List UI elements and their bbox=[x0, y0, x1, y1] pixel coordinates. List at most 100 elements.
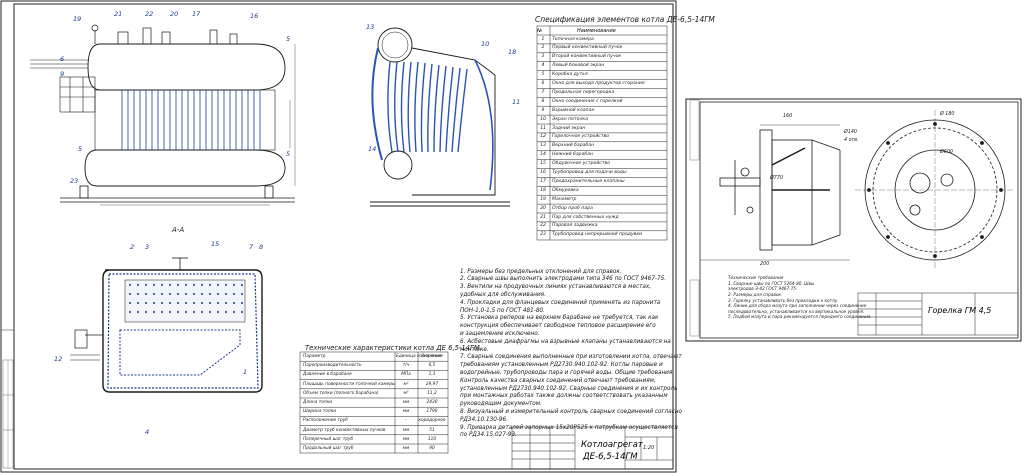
note-line: монтаже. bbox=[460, 346, 489, 353]
tech-row: Расположение труб–коридорное bbox=[300, 416, 448, 425]
tech-cell-u: мм bbox=[402, 436, 410, 442]
callout-label: 4 bbox=[145, 428, 150, 436]
tech-cell-u: м² bbox=[403, 381, 409, 387]
spec-row-name: Второй конвективный пучок bbox=[552, 54, 622, 60]
burner-title-block bbox=[857, 292, 1019, 336]
callout-label: 5 bbox=[286, 35, 291, 43]
callout-label: 11 bbox=[512, 98, 521, 106]
note-line: ПОН-1,0-1,5 по ГОСТ 481-80. bbox=[460, 307, 545, 314]
spec-row-number: 18 bbox=[540, 187, 546, 193]
burner-stamp-title: Горелка ГМ 4,5 bbox=[928, 306, 992, 315]
spec-row-number: 14 bbox=[540, 152, 546, 158]
tech-cell-u: т/ч bbox=[402, 363, 410, 369]
tech-cell-p: Продольный шаг труб bbox=[303, 446, 354, 451]
spec-row-number: 11 bbox=[540, 125, 546, 131]
burner-note-line: Технические требования bbox=[728, 275, 784, 281]
burner-dimension-label: Ø140 bbox=[844, 130, 857, 135]
note-line: по РД34.15.027-93. bbox=[460, 432, 517, 439]
stamp-scale: 1:20 bbox=[643, 445, 655, 451]
stamp-title-line1: Котлоагрегат bbox=[581, 440, 643, 450]
spec-row-number: 10 bbox=[540, 116, 546, 122]
boiler-title-block bbox=[511, 426, 674, 470]
spec-table-header: № Наименование bbox=[537, 26, 667, 35]
spec-row: 16 Трубопровод для подачи воды bbox=[537, 169, 667, 178]
tech-cell-v: 51 bbox=[429, 427, 435, 433]
spec-table-title: Спецификация элементов котла ДЕ-6,5-14ГМ bbox=[535, 15, 715, 24]
spec-row-name: Взрывной клапан bbox=[552, 107, 595, 113]
tech-row: Продольный шаг труб мм 90 bbox=[300, 444, 448, 453]
callout-label: 15 bbox=[211, 240, 220, 248]
burner-note-line: 2. Размеры для справок. bbox=[728, 291, 783, 297]
callout-label: 17 bbox=[192, 10, 201, 18]
spec-row-name: Продольная перегородка bbox=[552, 89, 615, 95]
tech-cell-u: мм bbox=[402, 446, 410, 451]
tech-cell-v: 90 bbox=[429, 446, 435, 451]
note-line: 1. Размеры без предельных отклонений для… bbox=[460, 268, 622, 275]
spec-row-name: Окно соединения с горелкой bbox=[552, 98, 623, 104]
burner-note-line: 4. Линии для сбора мазута при заполнении… bbox=[728, 303, 867, 309]
tech-table-grid bbox=[299, 351, 449, 454]
burner-note-line: 3. Горелку устанавливать без прокладки к… bbox=[728, 297, 839, 303]
tech-cell-u: м³ bbox=[403, 390, 409, 396]
spec-row-number: 3 bbox=[541, 54, 545, 60]
tech-cell-u: мм bbox=[402, 409, 410, 415]
tech-cell-p: Объем топки (полного барабана) bbox=[303, 390, 379, 396]
spec-row-number: 12 bbox=[540, 134, 546, 140]
spec-row-number: 20 bbox=[540, 205, 546, 211]
note-line: руководящим документом. bbox=[460, 401, 542, 408]
spec-row-name: Пар для собственных нужд bbox=[552, 214, 619, 220]
spec-row-name: Задний экран bbox=[552, 125, 586, 131]
spec-row: 3 Второй конвективный пучок bbox=[537, 53, 667, 62]
burner-dimension-label: Ø 180 bbox=[940, 112, 955, 117]
burner-side-view bbox=[700, 124, 850, 261]
spec-row-name: Трубопровод для подачи воды bbox=[552, 170, 627, 175]
tech-cell-v: коридорное bbox=[418, 418, 446, 424]
spec-row-name: Нижний барабан bbox=[552, 152, 594, 158]
spec-header-num: № bbox=[537, 27, 543, 34]
spec-row-number: 8 bbox=[541, 98, 545, 104]
tech-cell-p: Ширина топки bbox=[303, 409, 337, 415]
note-line: 2. Сварные швы выполнить электродами тип… bbox=[460, 276, 667, 283]
callout-label: 18 bbox=[508, 48, 517, 56]
callout-label: 22 bbox=[145, 10, 154, 18]
callout-label: 9 bbox=[60, 70, 65, 78]
note-line: конструкция обеспечивает свободное тепло… bbox=[460, 323, 656, 330]
callout-label: 2 bbox=[130, 243, 135, 251]
callout-label: 8 bbox=[259, 243, 264, 251]
note-line: РД34.10.130-96. bbox=[460, 416, 508, 423]
tech-cell-v: 110 bbox=[427, 436, 437, 442]
tech-cell-p: Поперечный шаг труб bbox=[303, 436, 354, 442]
tech-cell-u: мм bbox=[402, 427, 410, 433]
spec-row: 8 Окно соединения с горелкой bbox=[537, 97, 667, 106]
burner-note-line: 1. Сварные швы по ГОСТ 5264-80. Швы bbox=[728, 280, 815, 286]
spec-row-name: Левый боковой экран bbox=[552, 63, 605, 69]
section-label: А-А bbox=[172, 226, 185, 234]
note-line: при монтажных работах также должны соотв… bbox=[460, 393, 668, 400]
callout-label: 7 bbox=[249, 243, 254, 251]
spec-row-number: 16 bbox=[540, 170, 546, 175]
tech-header-cell: Параметр bbox=[303, 354, 326, 359]
note-line: 3. Вентили на продувочных линиях устанав… bbox=[460, 284, 652, 291]
spec-row-name: Отбор проб пара bbox=[552, 205, 593, 211]
note-line: 8. Визуальный и измерительный контроль с… bbox=[460, 409, 682, 416]
boiler-front-view bbox=[30, 24, 296, 206]
burner-dimension-label: 160 bbox=[783, 114, 793, 119]
note-line: Контроль качества сварных соединений отв… bbox=[460, 377, 656, 384]
tech-cell-p: Расположение труб bbox=[303, 418, 348, 424]
spec-row: 11 Задний экран bbox=[537, 124, 667, 133]
spec-row-name: Предохранительные клапаны bbox=[552, 178, 625, 184]
burner-dimension-label: Ø600 bbox=[940, 150, 953, 155]
